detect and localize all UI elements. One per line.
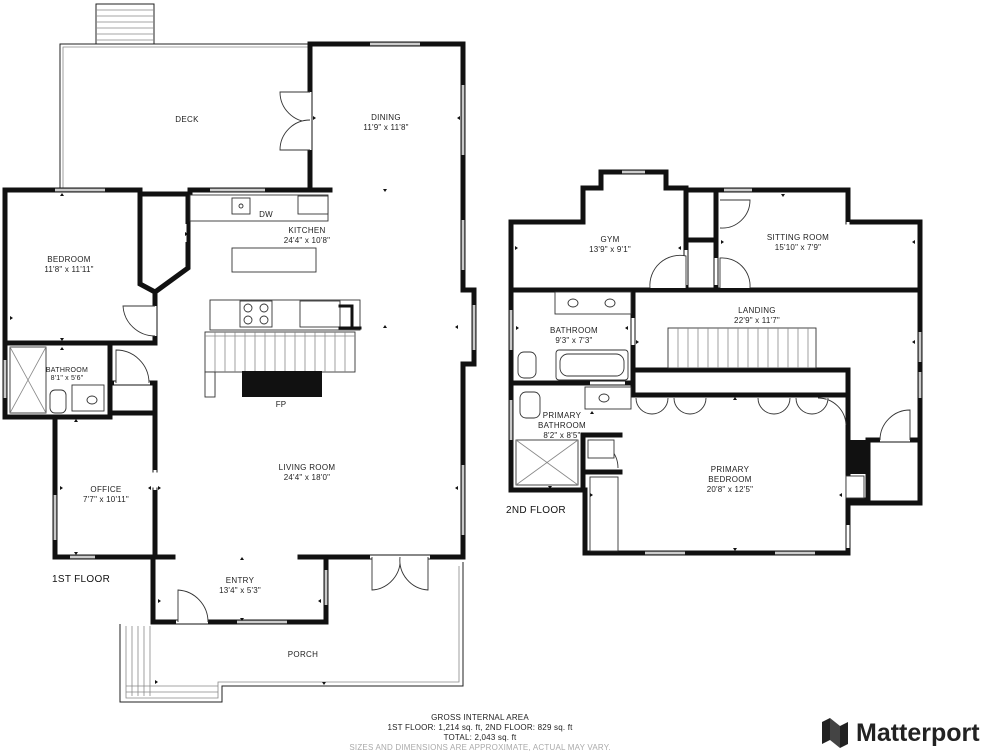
first-floor-doors xyxy=(114,91,430,624)
room-label-porch: PORCH xyxy=(288,650,318,659)
dishwasher-label: DW xyxy=(259,210,273,219)
matterport-logo-icon xyxy=(822,718,848,748)
room-label-primary-bathroom-2: BATHROOM xyxy=(538,421,586,430)
room-dims-entry: 13'4" x 5'3" xyxy=(219,586,261,595)
area-title: GROSS INTERNAL AREA xyxy=(431,713,529,722)
room-label-deck: DECK xyxy=(175,115,199,124)
room-label-entry: ENTRY xyxy=(226,576,255,585)
room-label-primary-bedroom-2: BEDROOM xyxy=(708,475,751,484)
second-floor-stairs xyxy=(667,327,817,369)
room-label-landing: LANDING xyxy=(738,306,776,315)
first-floor-markers xyxy=(10,116,460,685)
brand-name: Matterport xyxy=(856,718,980,747)
porch xyxy=(119,562,464,703)
first-floor-bathroom-fixtures xyxy=(9,346,105,414)
second-floor-bathroom-fixtures xyxy=(515,291,632,486)
first-floor xyxy=(2,3,477,703)
fireplace xyxy=(242,371,322,397)
room-dims-primary-bathroom: 8'2" x 8'5" xyxy=(543,431,580,440)
room-label-bathroom-first: BATHROOM xyxy=(46,367,88,374)
room-label-gym: GYM xyxy=(600,235,619,244)
brand-logo: Matterport xyxy=(820,716,980,750)
room-dims-office: 7'7" x 10'11" xyxy=(83,495,129,504)
second-floor xyxy=(508,169,923,556)
room-dims-primary-bedroom: 20'8" x 12'5" xyxy=(707,485,753,494)
room-dims-landing: 22'9" x 11'7" xyxy=(734,316,780,325)
second-floor-windows xyxy=(509,170,922,555)
room-label-bathroom-second: BATHROOM xyxy=(550,326,598,335)
second-floor-interior-walls xyxy=(508,187,923,506)
room-label-dining: DINING xyxy=(371,113,401,122)
room-label-kitchen: KITCHEN xyxy=(288,226,325,235)
room-dims-bedroom: 11'8" x 11'11" xyxy=(44,265,93,274)
floor-label-first: 1ST FLOOR xyxy=(52,574,110,585)
room-dims-dining: 11'9" x 11'8" xyxy=(363,123,408,132)
room-labels: DECK DINING 11'9" x 11'8" KITCHEN 24'4" … xyxy=(44,113,829,659)
floor-label-second: 2ND FLOOR xyxy=(506,505,566,516)
room-dims-gym: 13'9" x 9'1" xyxy=(589,245,631,254)
area-line-1: 1ST FLOOR: 1,214 sq. ft, 2ND FLOOR: 829 … xyxy=(387,723,573,732)
room-label-primary-bedroom: PRIMARY xyxy=(711,465,750,474)
room-dims-bathroom-second: 9'3" x 7'3" xyxy=(555,336,592,345)
room-dims-kitchen: 24'4" x 10'8" xyxy=(284,236,330,245)
primary-bedroom-closets xyxy=(589,397,866,552)
room-dims-sitting-room: 15'10" x 7'9" xyxy=(775,243,821,252)
area-summary: GROSS INTERNAL AREA 1ST FLOOR: 1,214 sq.… xyxy=(300,713,660,753)
room-label-sitting-room: SITTING ROOM xyxy=(767,233,829,242)
room-label-bedroom: BEDROOM xyxy=(47,255,90,264)
deck-steps xyxy=(95,3,155,45)
area-line-2: TOTAL: 2,043 sq. ft xyxy=(443,733,517,742)
second-floor-exterior-walls xyxy=(508,169,923,556)
kitchen-fixtures xyxy=(189,194,362,331)
room-label-living-room: LIVING ROOM xyxy=(279,463,336,472)
first-floor-stairs xyxy=(204,331,356,398)
room-label-primary-bathroom: PRIMARY xyxy=(543,411,582,420)
fireplace-label: FP xyxy=(276,400,287,409)
room-dims-bathroom-first: 8'1" x 5'6" xyxy=(51,375,84,382)
room-dims-living-room: 24'4" x 18'0" xyxy=(284,473,330,482)
second-floor-markers xyxy=(515,194,915,551)
disclaimer: SIZES AND DIMENSIONS ARE APPROXIMATE, AC… xyxy=(349,743,611,752)
first-floor-windows xyxy=(3,42,476,624)
room-label-office: OFFICE xyxy=(90,485,121,494)
deck-outline xyxy=(59,43,310,190)
